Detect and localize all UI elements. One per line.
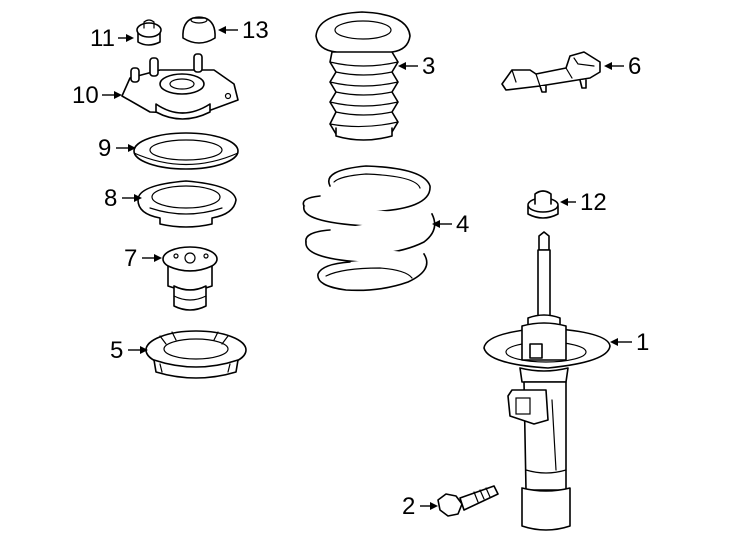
callout-1: 1 bbox=[610, 329, 649, 356]
callout-4: 4 bbox=[432, 211, 469, 238]
part-7-bump-stop bbox=[162, 246, 218, 311]
callout-2: 2 bbox=[402, 493, 438, 520]
callout-7: 7 bbox=[124, 245, 162, 272]
svg-text:7: 7 bbox=[124, 245, 137, 272]
callout-3: 3 bbox=[398, 53, 435, 80]
part-4-coil-spring bbox=[302, 165, 436, 292]
callout-5: 5 bbox=[110, 337, 148, 364]
part-13-bump-cap bbox=[182, 16, 216, 44]
callout-9: 9 bbox=[98, 135, 136, 162]
part-11-nut bbox=[136, 19, 162, 46]
svg-text:3: 3 bbox=[422, 53, 435, 80]
callout-8: 8 bbox=[104, 185, 142, 212]
callout-6: 6 bbox=[604, 53, 641, 80]
callout-13: 13 bbox=[218, 17, 269, 44]
part-12-nut bbox=[527, 190, 559, 219]
part-8-spring-seat bbox=[137, 180, 237, 228]
svg-text:8: 8 bbox=[104, 185, 117, 212]
callout-10: 10 bbox=[72, 82, 122, 109]
callout-12: 12 bbox=[560, 189, 607, 216]
part-3-dust-boot bbox=[315, 11, 411, 141]
part-9-washer bbox=[133, 132, 239, 170]
svg-text:6: 6 bbox=[628, 53, 641, 80]
callout-11: 11 bbox=[90, 25, 134, 52]
svg-text:11: 11 bbox=[90, 25, 115, 52]
svg-text:5: 5 bbox=[110, 337, 123, 364]
svg-text:4: 4 bbox=[456, 211, 469, 238]
svg-text:13: 13 bbox=[242, 17, 269, 44]
part-2-bolt bbox=[437, 485, 499, 517]
svg-text:10: 10 bbox=[72, 82, 99, 109]
svg-text:2: 2 bbox=[402, 493, 415, 520]
part-10-strut-mount bbox=[121, 53, 239, 120]
part-5-lower-spring-seat bbox=[145, 330, 247, 379]
part-1-strut bbox=[483, 231, 611, 531]
part-6-bracket bbox=[501, 51, 601, 93]
svg-text:12: 12 bbox=[580, 189, 607, 216]
svg-text:1: 1 bbox=[636, 329, 649, 356]
svg-text:9: 9 bbox=[98, 135, 111, 162]
